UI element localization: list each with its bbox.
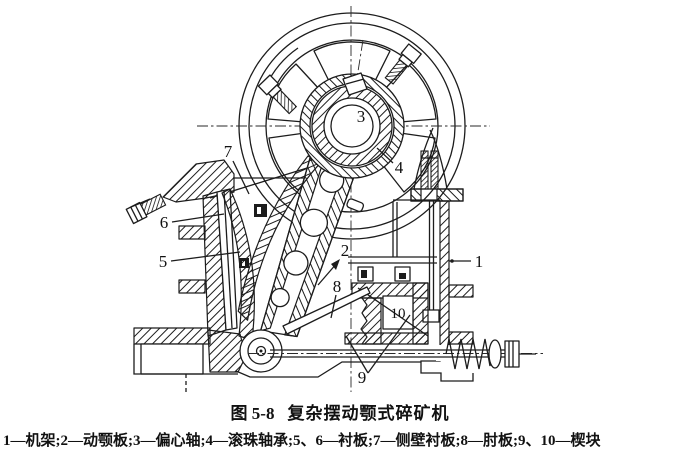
cap-bolt: [125, 193, 167, 225]
part-label-9: 9: [358, 368, 367, 387]
part-label-2: 2: [341, 241, 350, 260]
part-label-1: 1: [475, 252, 484, 271]
toggle-plate: [282, 286, 371, 335]
moving-jaw: [237, 72, 405, 338]
wall-rib: [178, 225, 206, 240]
part-label-10: 10: [391, 306, 406, 322]
jaw-crusher-drawing: 1 2 3 4 5 6 7 8 9 10: [125, 6, 543, 393]
leader-line: [367, 314, 411, 374]
jaw-pivot: [239, 329, 283, 373]
frame-rib: [448, 331, 474, 345]
frame-wall: [439, 200, 450, 353]
part-label-7: 7: [224, 142, 233, 161]
flywheel-bolt: [257, 74, 298, 115]
eccentric-shaft-bore: [330, 104, 374, 148]
part-label-3: 3: [357, 107, 366, 126]
base-block-top: [133, 327, 211, 345]
wall-rib: [178, 279, 206, 294]
wall-foot: [207, 329, 247, 373]
jaw-hole: [283, 250, 309, 276]
support-arm: [429, 129, 448, 190]
part-label-5: 5: [159, 252, 168, 271]
flywheel-bolt: [384, 43, 422, 85]
part-labels: 1 2 3 4 5 6 7 8 9 10: [159, 107, 484, 387]
part-label-8: 8: [333, 277, 342, 296]
figure-legend: 1—机架;2—动颚板;3—偏心轴;4—滚珠轴承;5、6—衬板;7—侧壁衬板;8—…: [3, 433, 601, 449]
leader-line: [171, 213, 225, 223]
spring-washer: [488, 339, 502, 369]
wedge-10: [382, 295, 414, 330]
leader-line: [170, 251, 241, 262]
leader-arrowhead: [331, 259, 340, 270]
leader-line: [232, 160, 250, 195]
figure-title: 复杂摆动颚式碎矿机: [287, 404, 450, 423]
jaw-hole: [299, 208, 329, 237]
jaw-plate-liner: [237, 155, 321, 321]
jaw-hole: [270, 287, 290, 308]
figure-caption: 图 5-8 复杂摆动颚式碎矿机: [0, 399, 680, 424]
jaw-stud: [346, 198, 365, 213]
base-block: [140, 343, 204, 375]
stud-bolt: [430, 150, 439, 190]
moving-jaw-body: [237, 150, 365, 338]
liner-6: [216, 188, 238, 331]
part-label-4: 4: [395, 158, 404, 177]
spring: [445, 338, 493, 370]
hub-key: [342, 72, 368, 96]
rod-retainer: [504, 340, 520, 368]
frame-rib: [448, 284, 474, 298]
leader-line: [345, 335, 369, 374]
fixed-jaw-assembly: [125, 159, 255, 393]
wedge-assembly: [344, 266, 429, 345]
tension-rod-spring: [248, 338, 543, 370]
figure-number: 图 5-8: [230, 404, 275, 423]
leader-line: [376, 147, 394, 164]
base-outline: [235, 361, 421, 378]
stud-bolt: [420, 150, 429, 190]
part-label-6: 6: [160, 213, 169, 232]
leader-line: [330, 294, 337, 319]
